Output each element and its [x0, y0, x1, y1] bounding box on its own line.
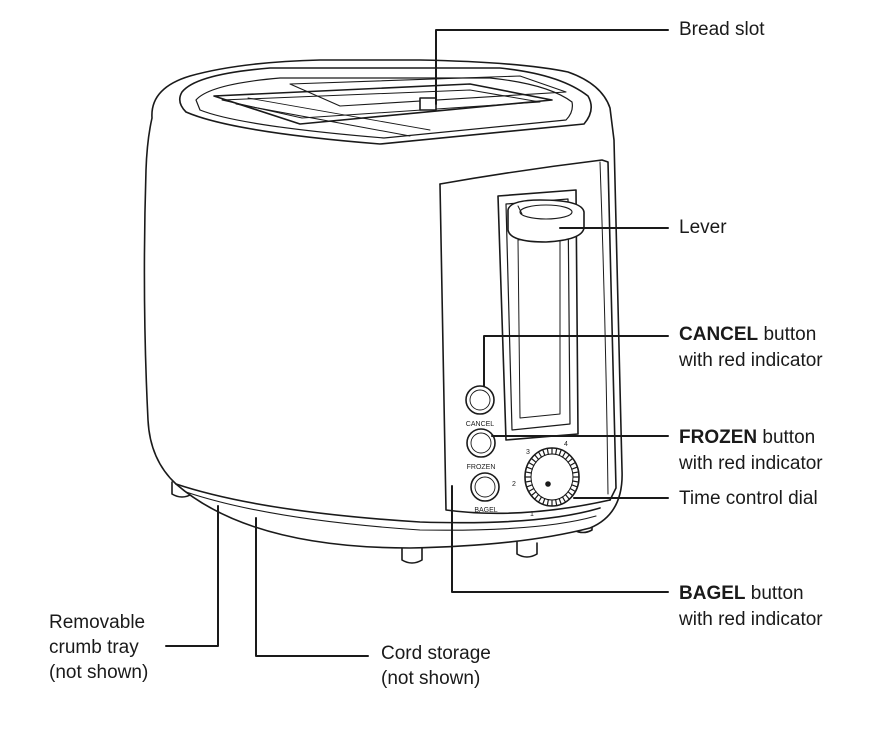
- dial-mark-3: 3: [526, 449, 530, 456]
- dial-ridge: [526, 484, 533, 488]
- dial-ridge: [546, 499, 549, 507]
- cancel-button-label-line2: with red indicator: [679, 350, 823, 371]
- dial-ridge: [537, 496, 543, 503]
- dial-ridge: [561, 451, 567, 458]
- dial-ridge: [534, 454, 540, 460]
- dial-ridge: [534, 494, 540, 500]
- dial-ridge: [530, 491, 537, 497]
- cancel-panel-label: CANCEL: [466, 421, 495, 428]
- dial-ridge: [572, 480, 580, 483]
- dial-ridge: [569, 487, 576, 493]
- crumb-tray-label-line1: Removable: [49, 612, 146, 633]
- dial-ridge: [542, 498, 546, 505]
- crumb-tray-label-line3: (not shown): [49, 662, 149, 683]
- bagel-panel-label: BAGEL: [474, 507, 497, 514]
- time-dial-graphic: [524, 447, 580, 507]
- dial-ridge: [567, 457, 574, 463]
- frozen-panel-label: FROZEN: [467, 464, 496, 471]
- bread-slot-label: Bread slot: [679, 19, 765, 40]
- cord-storage-label-line1: Cord storage: [381, 643, 491, 664]
- time-dial-label: Time control dial: [679, 488, 818, 509]
- cord-storage-label-line2: (not shown): [381, 668, 481, 689]
- crumb-tray-label-line2: crumb tray: [49, 637, 139, 658]
- toaster-body: [143, 59, 623, 549]
- dial-ridge: [571, 484, 578, 488]
- frozen-button-label: FROZEN button: [679, 425, 815, 451]
- dial-ridge: [524, 471, 532, 474]
- leader-bagel: [451, 485, 669, 593]
- dial-ridge: [542, 449, 546, 456]
- frozen-label-bold: FROZEN: [679, 427, 758, 448]
- dial-ridge: [537, 451, 543, 458]
- dial-ridge: [530, 457, 537, 463]
- lever-label: Lever: [679, 217, 727, 238]
- dial-mark-4: 4: [564, 441, 568, 448]
- bread-slots: [213, 75, 567, 137]
- leader-bread-slot: [435, 29, 669, 105]
- dial-ridge: [564, 494, 570, 500]
- dial-ridge: [528, 487, 535, 493]
- dial-ridge: [564, 454, 570, 460]
- bagel-label-bold: BAGEL: [679, 583, 746, 604]
- dial-ridge: [526, 466, 533, 470]
- dial-ridge: [567, 491, 574, 497]
- dial-mark-1: 1: [530, 511, 534, 518]
- bagel-button-label-line2: with red indicator: [679, 609, 823, 630]
- bagel-label-rest: button: [745, 583, 804, 604]
- cancel-label-rest: button: [758, 324, 817, 345]
- dial-mark-2: 2: [512, 481, 516, 488]
- dial-ridge: [558, 498, 562, 505]
- leader-cancel: [483, 335, 669, 387]
- frozen-label-rest: button: [757, 427, 816, 448]
- dial-ridge: [546, 447, 549, 455]
- dial-ridge: [524, 480, 532, 483]
- lever-handle: [507, 199, 585, 243]
- bagel-button-label: BAGEL button: [679, 581, 804, 607]
- dial-knurling: [524, 447, 580, 507]
- frozen-button-label-line2: with red indicator: [679, 453, 823, 474]
- dial-ridge: [571, 466, 578, 470]
- leader-crumb-tray: [165, 505, 219, 647]
- dial-ridge: [555, 499, 558, 507]
- leader-cord-storage: [255, 517, 369, 657]
- dial-ridge: [569, 461, 576, 467]
- dial-ridge: [572, 471, 580, 474]
- cancel-button-label: CANCEL button: [679, 322, 816, 348]
- dial-ridge: [558, 449, 562, 456]
- dial-ridge: [555, 447, 558, 455]
- dial-ridge: [561, 496, 567, 503]
- cancel-label-bold: CANCEL: [679, 324, 759, 345]
- leader-lines: [165, 29, 669, 657]
- dial-ridge: [528, 461, 535, 467]
